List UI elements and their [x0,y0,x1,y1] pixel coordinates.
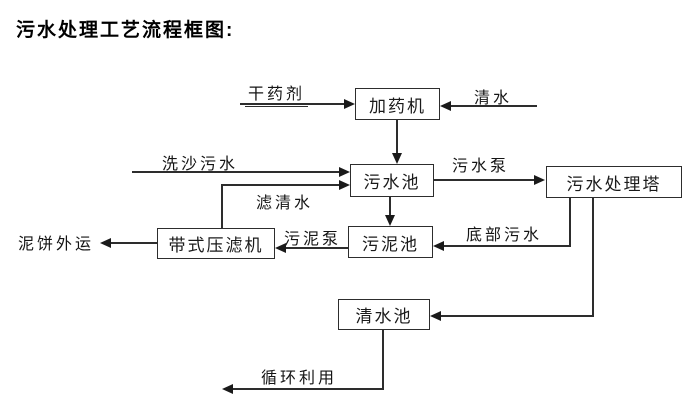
dosing-to-pool-arrowhead [392,153,402,164]
pool-to-sludge-line [389,197,391,215]
page-title: 污水处理工艺流程框图: [16,20,235,41]
filtered-water-arrowhead [339,180,350,190]
dosing-to-pool-line [396,120,398,153]
label-dry-agent: 干药剂 [245,80,309,107]
mud-cake-line [111,242,157,244]
node-clear-water-pool-label: 清水池 [355,307,413,326]
tower-to-clear-hline [441,315,594,317]
node-sewage-pool-label: 污水池 [363,173,421,192]
node-sludge-pool: 污泥池 [348,226,433,258]
pool-to-sludge-arrowhead [385,215,395,226]
label-mud-cake-out: 泥饼外运 [18,236,95,253]
sludge-pump-line [286,247,348,249]
clear-water-line [451,105,537,107]
label-filtered-water: 滤清水 [256,195,314,212]
label-sludge-pump: 污泥泵 [284,231,342,248]
node-dosing-machine-label: 加药机 [369,96,426,116]
dry-agent-arrowhead [344,99,355,109]
node-treatment-tower: 污水处理塔 [546,166,682,198]
label-recycle-use: 循环利用 [261,370,338,387]
node-dosing-machine: 加药机 [355,88,440,120]
filtered-water-vline [221,184,223,228]
node-belt-filter-press: 带式压滤机 [157,228,275,259]
label-sewage-pump: 污水泵 [452,158,510,175]
tower-to-clear-arrowhead [430,311,441,321]
sewage-pump-arrowhead [534,175,545,185]
mud-cake-arrowhead [100,238,111,248]
label-sand-wash-sewage: 洗沙污水 [162,156,239,173]
node-treatment-tower-label: 污水处理塔 [566,174,662,194]
bottom-sewage-arrowhead [433,241,444,251]
node-clear-water-pool: 清水池 [338,299,430,330]
node-sewage-pool: 污水池 [350,164,434,197]
node-sludge-pool-label: 污泥池 [362,234,419,254]
sludge-pump-arrowhead [275,243,286,253]
bottom-sewage-vline [569,198,571,246]
dry-agent-line [240,103,344,105]
sewage-pump-line [434,179,534,181]
label-clear-water: 清水 [474,90,513,107]
tower-to-clear-vline [592,198,594,317]
recycle-hline [233,388,384,390]
recycle-arrowhead [222,384,233,394]
clear-water-arrowhead [440,101,451,111]
label-bottom-sewage: 底部污水 [466,227,543,244]
node-belt-filter-press-label: 带式压滤机 [168,236,264,255]
filtered-water-hline [221,184,339,186]
sand-wash-line [132,171,339,173]
bottom-sewage-hline [444,245,571,247]
clear-pool-out-vline [382,330,384,390]
sand-wash-arrowhead [339,167,350,177]
